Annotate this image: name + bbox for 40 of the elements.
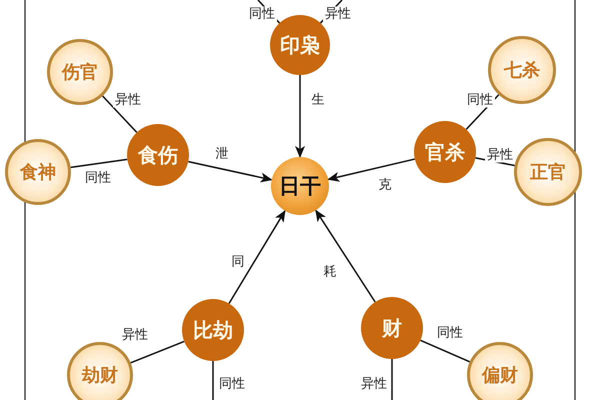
arrow [188,160,273,182]
edge-label: 同性 [83,170,113,186]
element-circle [67,342,133,400]
edge-label: 克 [376,178,394,192]
node-label: 财 [382,314,402,342]
edge-label: 泄 [214,146,230,162]
node-label: 劫财 [82,364,118,387]
node-label: 食神 [20,161,56,184]
edge-label: 同性 [217,376,247,392]
edge-label: 同性 [247,6,277,22]
node-label: 七杀 [504,59,540,82]
connector-line [212,361,214,400]
arrow [295,75,305,158]
node-label: 印枭 [280,32,320,58]
connector-line [70,158,128,168]
node-label: 偏财 [482,364,518,387]
edge-label: 异性 [359,376,389,392]
element-circle [467,342,533,400]
node-label: 比劫 [193,316,233,344]
connector-line [391,359,393,400]
node-label: 伤官 [62,61,98,84]
edge-label: 生 [310,92,326,108]
connector-line [102,96,138,133]
arrow [228,210,286,304]
edge-label: 异性 [323,6,353,22]
node-label: 食伤 [138,142,178,168]
arrow [315,210,376,302]
edge-label: 同性 [435,326,465,340]
edge-label: 同性 [465,92,495,108]
node-label: 正官 [530,161,566,184]
node-label: 官杀 [425,138,465,166]
edge-label: 同 [230,254,246,270]
connector-line [130,340,184,364]
node-label: 日干 [279,173,321,200]
edge-label: 异性 [113,92,143,108]
edge-label: 异性 [120,328,150,342]
edge-label: 耗 [322,264,338,280]
connector-line [420,340,470,363]
arrow [327,158,415,182]
edge-label: 异性 [485,148,515,162]
